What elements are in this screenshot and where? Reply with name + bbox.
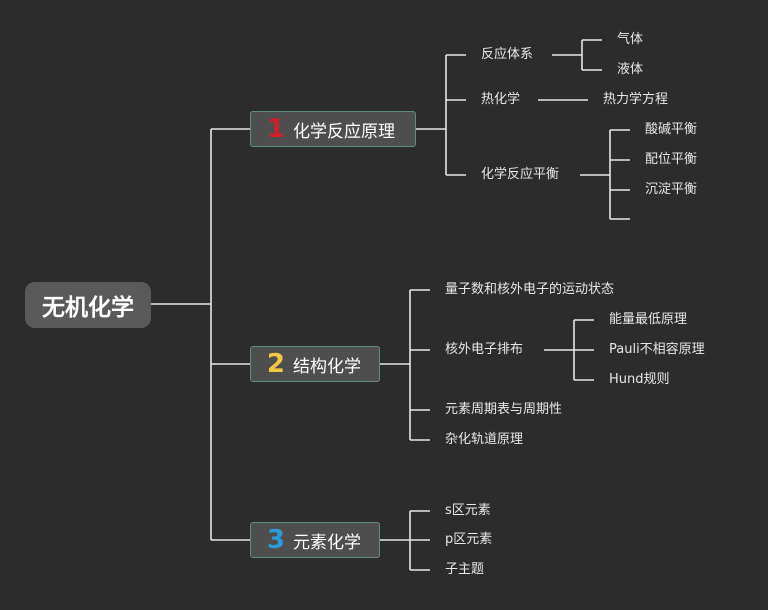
- branch-node-3[interactable]: 3 元素化学: [250, 522, 380, 558]
- branch-label-2: 结构化学: [293, 356, 361, 377]
- topic-liquid[interactable]: 液体: [617, 62, 644, 77]
- branch-number-2: 2: [266, 349, 285, 379]
- topic-reaction-system[interactable]: 反应体系: [481, 47, 534, 62]
- topic-hund-rule[interactable]: Hund规则: [609, 372, 670, 387]
- branch-node-2[interactable]: 2 结构化学: [250, 346, 380, 382]
- branch-number-3: 3: [266, 525, 285, 555]
- topic-p-block[interactable]: p区元素: [445, 532, 493, 547]
- topic-reaction-equilibrium[interactable]: 化学反应平衡: [481, 167, 560, 182]
- topic-thermo-equation[interactable]: 热力学方程: [603, 92, 669, 107]
- root-node[interactable]: 无机化学: [25, 282, 151, 328]
- branch-label-3: 元素化学: [293, 532, 361, 553]
- branch-label-1: 化学反应原理: [293, 121, 395, 142]
- topic-thermochemistry[interactable]: 热化学: [481, 92, 521, 107]
- topic-quantum-numbers[interactable]: 量子数和核外电子的运动状态: [445, 282, 615, 297]
- topic-electron-configuration[interactable]: 核外电子排布: [445, 342, 524, 357]
- topic-s-block[interactable]: s区元素: [445, 503, 491, 518]
- topic-lowest-energy[interactable]: 能量最低原理: [609, 312, 688, 327]
- topic-acid-base-equilibrium[interactable]: 酸碱平衡: [645, 122, 698, 137]
- topic-periodic-table[interactable]: 元素周期表与周期性: [445, 402, 563, 417]
- topic-hybrid-orbitals[interactable]: 杂化轨道原理: [445, 432, 524, 447]
- topic-gas[interactable]: 气体: [617, 32, 644, 47]
- topic-pauli-exclusion[interactable]: Pauli不相容原理: [609, 342, 705, 357]
- topic-subtopic[interactable]: 子主题: [445, 562, 485, 577]
- topic-precipitation-equilibrium[interactable]: 沉淀平衡: [645, 182, 698, 197]
- branch-number-1: 1: [266, 114, 285, 144]
- branch-node-1[interactable]: 1 化学反应原理: [250, 111, 416, 147]
- topic-coordination-equilibrium[interactable]: 配位平衡: [645, 152, 698, 167]
